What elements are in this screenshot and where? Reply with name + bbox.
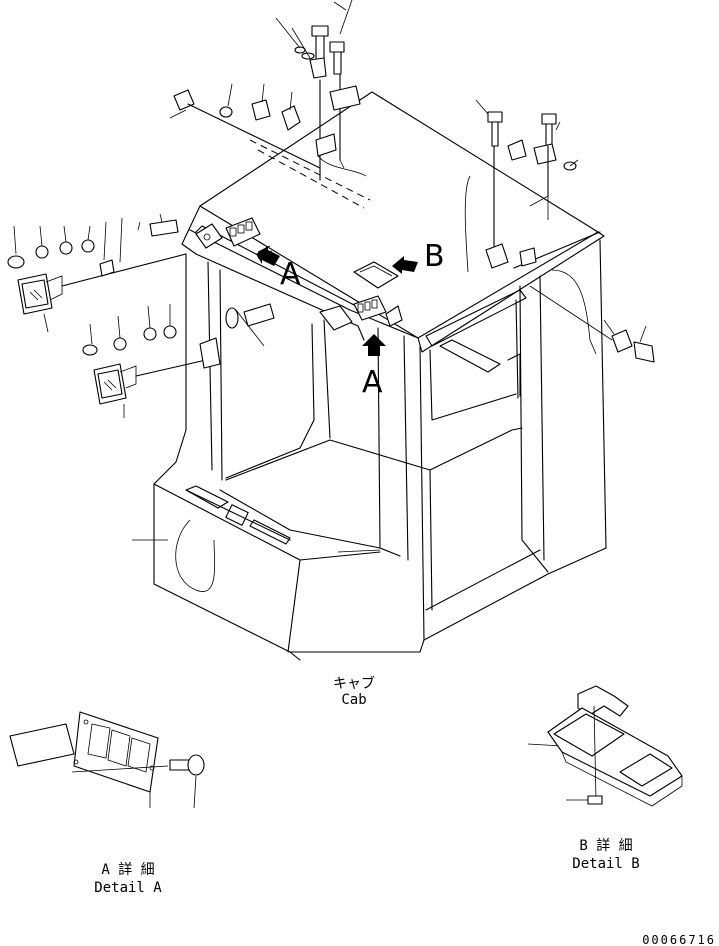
roof-bracket-left	[195, 223, 223, 249]
hidden-line	[257, 149, 365, 209]
hidden-line	[249, 139, 371, 201]
cab-body	[153, 91, 607, 661]
callout-a-top-label: A	[280, 257, 301, 292]
roof-bracket-center	[319, 305, 353, 331]
rear-right-lamp-bolts	[475, 99, 579, 269]
dome-lamp	[353, 261, 399, 289]
detail-b-drawing	[547, 685, 683, 807]
callout-a-front-label: A	[362, 365, 383, 400]
main-view-label-jp: キャブ	[333, 675, 375, 692]
work-lamp-upper	[7, 213, 187, 333]
side-bolt-right	[529, 285, 655, 363]
roof-switch-panel-2	[353, 295, 387, 321]
roof-switch-panel	[225, 217, 261, 247]
detail-a-label-en: Detail A	[94, 880, 162, 896]
detail-a-drawing	[9, 711, 205, 809]
arrow-b	[392, 256, 418, 274]
top-bolt-assembly	[275, 0, 367, 181]
leader-lines	[132, 539, 563, 747]
callout-b-label: B	[424, 239, 445, 274]
detail-b-label-en: Detail B	[572, 856, 639, 872]
main-view-label-en: Cab	[341, 692, 366, 708]
work-lamp-lower	[82, 303, 275, 418]
detail-a-label-jp: A 詳 細	[101, 862, 154, 878]
arrow-a-front	[362, 334, 386, 356]
roof-bracket-right	[385, 305, 403, 327]
drawing-number: 00066716	[642, 933, 716, 946]
detail-b-label-jp: B 詳 細	[579, 838, 632, 854]
arrow-a-top	[256, 245, 280, 266]
roof-lamp-top	[169, 83, 321, 169]
